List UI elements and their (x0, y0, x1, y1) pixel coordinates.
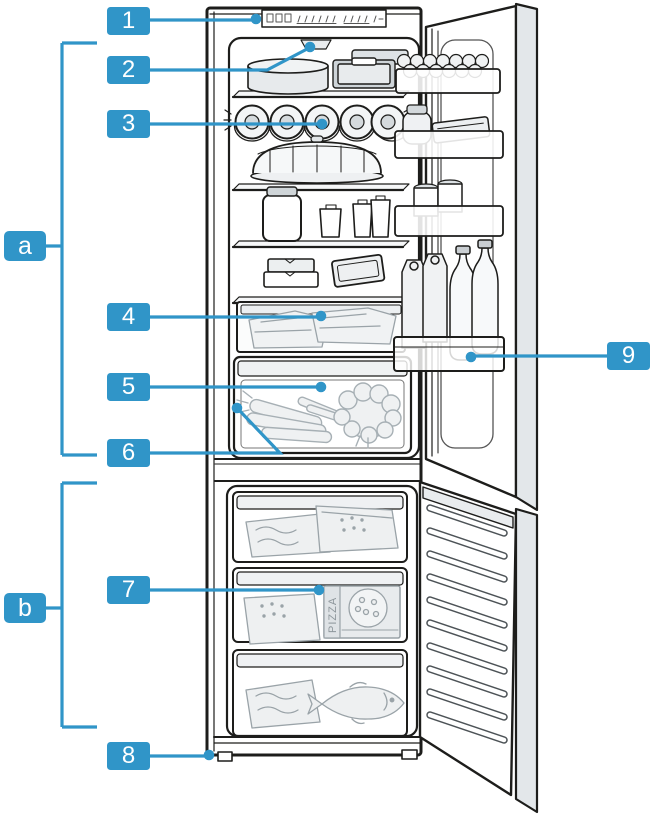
callout-dot-6 (231, 402, 243, 414)
callout-4: 4 (107, 303, 150, 331)
callout-b: b (4, 593, 46, 623)
cake-dome (250, 135, 384, 184)
callout-line-2 (150, 46, 310, 72)
callout-dot-8 (203, 749, 215, 761)
callout-7: 7 (107, 576, 150, 604)
freezer-drawer-3 (232, 649, 408, 737)
bracket-a (46, 41, 97, 457)
door-shelf-jars (394, 104, 504, 159)
cups (319, 195, 391, 238)
pizza-box-label: PIZZA (327, 597, 339, 633)
bracket-b (46, 481, 97, 729)
vegetables (236, 382, 402, 449)
meat-drawer (236, 301, 406, 353)
callout-3: 3 (107, 110, 150, 138)
callout-dot-5 (315, 381, 327, 393)
callout-a: a (4, 231, 46, 261)
callout-dot-9 (465, 351, 477, 363)
callout-9: 9 (607, 342, 650, 370)
fridge-door-edge (514, 2, 539, 512)
storage-container (332, 49, 409, 89)
callout-dot-1 (250, 13, 262, 25)
control-panel (261, 9, 387, 28)
compartment-divider (214, 458, 421, 482)
door-bottle-shelf (393, 239, 505, 372)
door-shelf-cans (394, 179, 504, 237)
callout-line-6 (150, 407, 284, 455)
base-feet (213, 736, 421, 762)
pizza-box: PIZZA (323, 585, 401, 639)
callout-connectors (46, 13, 608, 761)
cauliflower (333, 382, 402, 449)
callout-1: 1 (107, 7, 150, 35)
jar (262, 186, 302, 242)
callout-dot-3 (316, 118, 328, 130)
callout-dot-2 (304, 41, 316, 53)
egg-tray (395, 53, 501, 94)
casserole-dish (247, 58, 329, 95)
callout-6: 6 (107, 439, 150, 467)
callout-2: 2 (107, 56, 150, 84)
freezer-door-ridges (426, 504, 508, 744)
crisper-drawer (232, 355, 413, 455)
butter-boxes (263, 258, 319, 288)
callout-dot-4 (315, 310, 327, 322)
freezer-drawer-1 (232, 491, 408, 563)
freezer-door-edge (514, 507, 539, 814)
callout-8: 8 (107, 742, 150, 770)
door-bins (393, 53, 505, 372)
frozen-fish (307, 681, 405, 725)
freezer-compartment: PIZZA (225, 484, 419, 738)
freezer-drawer-2: PIZZA (232, 567, 408, 645)
food-tray (331, 253, 386, 288)
freezer-door (418, 480, 539, 814)
callout-dot-7 (313, 584, 325, 596)
callout-5: 5 (107, 373, 150, 401)
bottle-rack (223, 104, 414, 142)
fridge-compartment (223, 36, 421, 460)
